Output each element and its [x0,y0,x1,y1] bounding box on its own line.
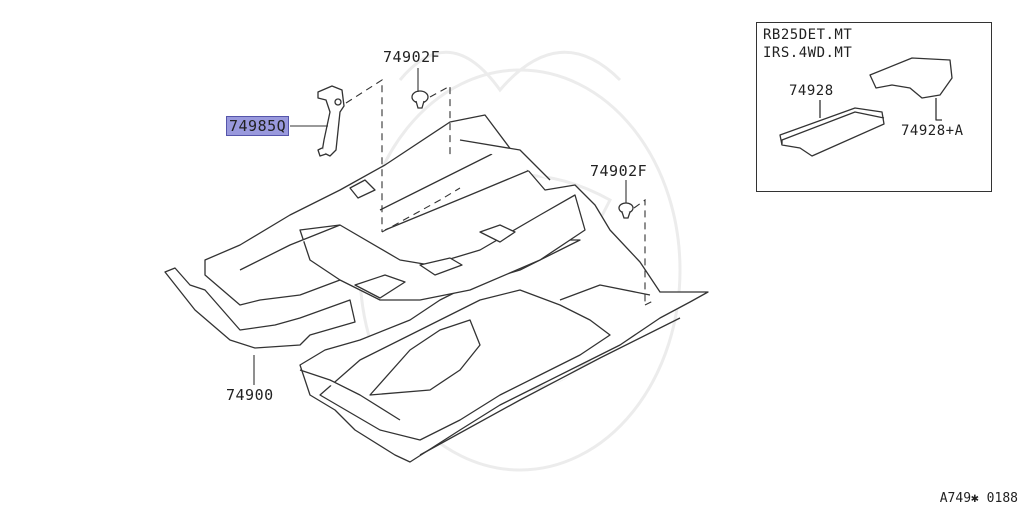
inset-parts [779,57,953,157]
callout-part-74928-a[interactable]: 74928+A [901,123,964,139]
carpet-front-flap [164,267,356,349]
clip-part-right [618,202,634,219]
callout-clip-74902f-top[interactable]: 74902F [383,48,441,66]
pad-74928-a [869,57,953,99]
carpet-rear-section [319,289,611,441]
install-guide-lines [345,78,656,306]
carpet-rear-footwell [369,319,481,396]
variant-line-2: IRS.4WD.MT [763,45,853,61]
clip-part-top [411,90,429,109]
bracket-part [317,85,345,157]
callout-carpet-74900[interactable]: 74900 [226,386,274,404]
carpet-tunnel [299,194,586,301]
variant-inset-box: RB25DET.MT IRS.4WD.MT 74928 74928+A [756,22,992,192]
callout-part-74928[interactable]: 74928 [789,83,834,99]
leader-lines [253,68,627,385]
floor-carpet [164,114,709,463]
callout-bracket-74985q[interactable]: 74985Q [226,116,290,136]
diagram-reference-code: A749✱ 0188 [939,491,1018,506]
variant-line-1: RB25DET.MT [763,27,853,43]
callout-clip-74902f-right[interactable]: 74902F [590,162,648,180]
